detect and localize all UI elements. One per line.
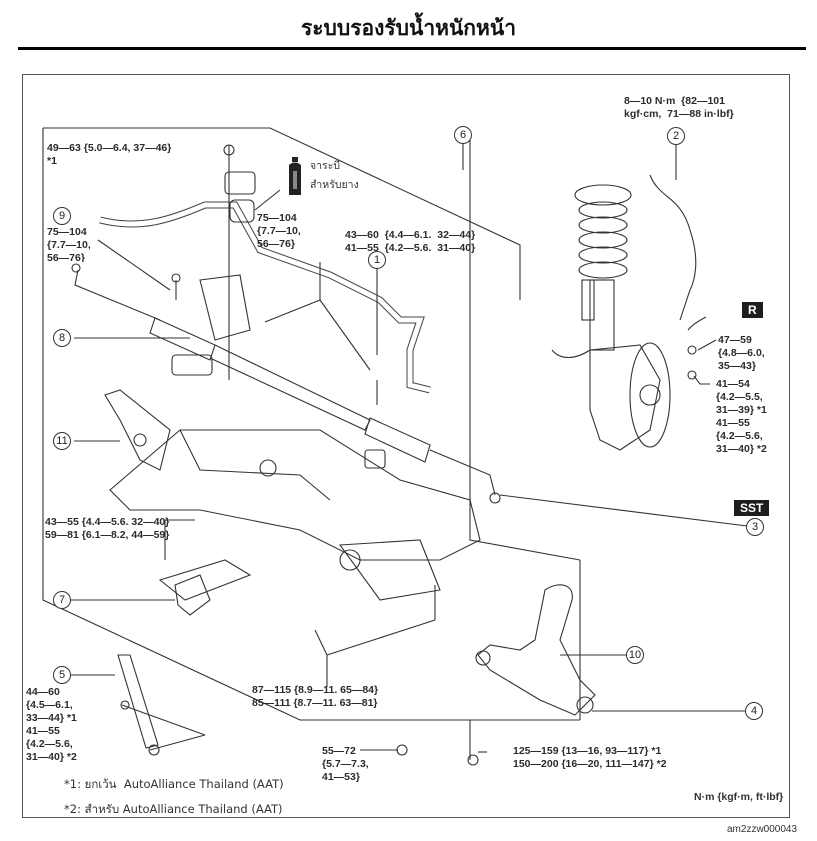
steering-boot-left — [149, 317, 216, 361]
torque-stabilizer-link: 75—104 {7.7—10, 56—76} — [47, 226, 91, 262]
torque-ball-joint-nut: 55—72 {5.7—7.3, 41—53} — [322, 745, 369, 783]
callout-5: 5 — [53, 666, 71, 684]
footnote-1: *1: ยกเว้น AutoAlliance Thailand (AAT) — [64, 777, 284, 791]
torque-crossmember-bolt: 43—55 {4.4—5.6. 32—40} 59—81 {6.1—8.2, 4… — [45, 516, 170, 541]
grease-bottle-icon — [289, 157, 301, 195]
replace-part-badge: R — [742, 302, 763, 318]
callout-1: 1 — [368, 251, 386, 269]
footnote-2: *2: สำหรับ AutoAlliance Thailand (AAT) — [64, 802, 283, 816]
callout-2: 2 — [667, 127, 685, 145]
steering-boot-right — [364, 417, 431, 463]
mount — [174, 574, 211, 616]
torque-caliper-bolt: 41—54 {4.2—5.5, 31—39} *1 41—55 {4.2—5.6… — [716, 378, 767, 455]
assembly-boundary-line — [42, 128, 580, 721]
callout-4: 4 — [745, 702, 763, 720]
callout-7: 7 — [53, 591, 71, 609]
grease-label: จาระบี สำหรับยาง — [310, 160, 359, 191]
lower-arm-left — [104, 389, 171, 471]
assembly-boundary-line — [43, 127, 521, 300]
torque-lower-arm-bolts: 87—115 {8.9—11. 65—84} 85—111 {8.7—11. 6… — [252, 684, 379, 709]
front-crossmember — [109, 429, 481, 561]
steering-rack — [209, 344, 371, 431]
stabilizer-bushing — [229, 199, 255, 223]
steering-knuckle — [589, 344, 661, 451]
stabilizer-bracket — [224, 171, 256, 195]
callout-8: 8 — [53, 329, 71, 347]
torque-knuckle-nut: 47—59 {4.8—6.0, 35—43} — [718, 334, 765, 372]
torque-steering-gear: 75—104 {7.7—10, 56—76} — [257, 212, 301, 250]
tie-rod-left — [74, 269, 161, 321]
torque-subframe-bolt: 125—159 {13—16, 93—117} *1 150—200 {16—2… — [513, 745, 667, 770]
torque-bracket: 44—60 {4.5—6.1, 33—44} *1 41—55 {4.2—5.6… — [26, 686, 77, 763]
callout-11: 11 — [53, 432, 71, 450]
bracket-plate — [117, 654, 159, 749]
callout-9: 9 — [53, 207, 71, 225]
strut-assembly — [574, 184, 632, 351]
torque-abs-sensor: 8—10 N·m {82—101 kgf·cm, 71—88 in·lbf} — [624, 95, 734, 120]
page-title: ระบบรองรับน้ำหนักหน้า — [300, 16, 517, 40]
brake-disc — [629, 342, 671, 448]
torque-stabilizer-bracket: 49—63 {5.0—6.4, 37—46} *1 — [47, 142, 172, 167]
callout-10: 10 — [626, 646, 644, 664]
title-divider — [18, 47, 806, 50]
diagram-frame — [22, 74, 790, 818]
abs-sensor-harness — [649, 174, 697, 321]
tie-rod-right — [429, 449, 496, 496]
figure-id: am2zzw000043 — [727, 824, 798, 835]
torque-link-nut: 43—60 {4.4—6.1. 32—44} 41—55 {4.2—5.6. 3… — [345, 229, 476, 254]
special-tool-badge: SST — [734, 500, 770, 516]
torque-units: N·m {kgf·m, ft·lbf} — [694, 791, 784, 803]
lower-arm-right — [477, 584, 596, 716]
callout-3: 3 — [746, 518, 764, 536]
callout-6: 6 — [454, 126, 472, 144]
